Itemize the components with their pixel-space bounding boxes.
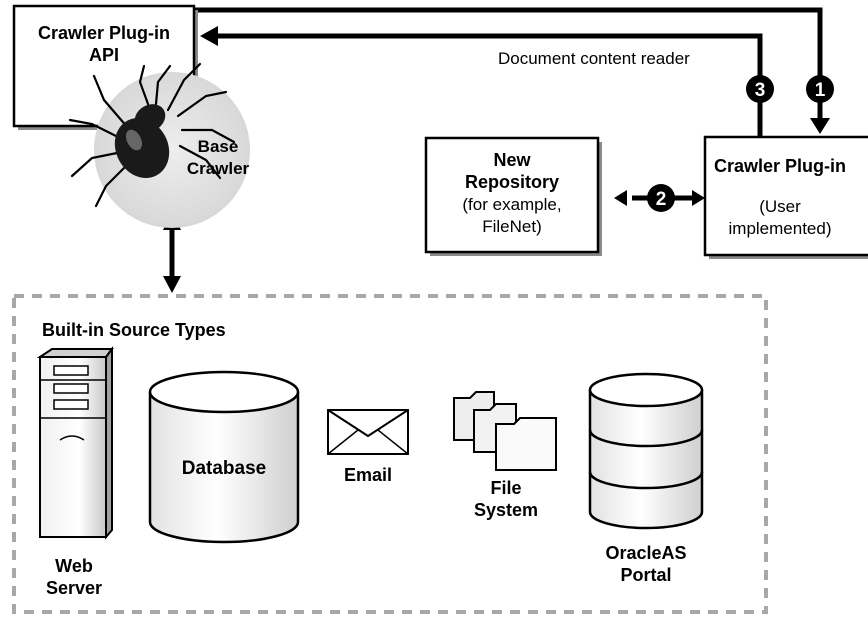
web-server-icon <box>36 346 114 540</box>
database-icon <box>148 370 300 544</box>
file-system-label-line1: File <box>490 478 521 498</box>
crawler-halo <box>94 72 250 228</box>
step-1-arrowhead <box>810 118 830 134</box>
step-2-right-arrowhead <box>692 190 705 206</box>
new-repository-line2: Repository <box>465 172 559 192</box>
web-server-label-line1: Web <box>55 556 93 576</box>
spider-highlight <box>125 129 143 151</box>
step-3-connector <box>215 33 763 137</box>
plugin-api-title-line1: Crawler Plug-in <box>38 23 170 43</box>
crawler-plugin-title: Crawler Plug-in <box>714 156 846 176</box>
step-2-number: 2 <box>656 189 667 210</box>
database-label: Database <box>182 458 267 479</box>
step-2-left-arrowhead <box>614 190 627 206</box>
file-system-icon <box>453 391 557 471</box>
document-reader-label: Document content reader <box>498 49 690 68</box>
new-repository-box: New Repository (for example, FileNet) <box>424 136 602 256</box>
spider-icon <box>68 62 236 208</box>
builtin-dashed-border <box>12 294 768 614</box>
plugin-api-title-line2: API <box>89 45 119 65</box>
base-crawler-label-line1: Base <box>198 137 239 156</box>
crawler-plugin-box: Crawler Plug-in (User implemented) <box>703 135 868 259</box>
builtin-source-types: Built-in Source Types Web Server Databas… <box>12 294 768 614</box>
crawler-sources-down-arrowhead <box>163 276 181 293</box>
step-1-number: 1 <box>815 80 826 101</box>
base-crawler-label-line2: Crawler <box>187 159 250 178</box>
file-system-label-line2: System <box>474 500 538 520</box>
new-repository-line3: (for example, <box>462 195 561 214</box>
crawler-plugin-subtitle-line2: implemented) <box>729 219 832 238</box>
base-crawler: Base Crawler <box>68 62 250 228</box>
oracle-portal-icon <box>588 372 704 530</box>
step-3-badge <box>746 75 774 103</box>
portal-label-line2: Portal <box>620 565 671 585</box>
crawler-plugin-subtitle-line1: (User <box>759 197 801 216</box>
step-3-arrowhead <box>200 26 218 46</box>
web-server-label-line2: Server <box>46 578 102 598</box>
email-icon <box>327 409 409 455</box>
email-label: Email <box>344 465 392 485</box>
step-3-number: 3 <box>755 80 766 101</box>
new-repository-line4: FileNet) <box>482 217 542 236</box>
builtin-title: Built-in Source Types <box>42 320 226 340</box>
step-2-badge <box>647 184 675 212</box>
step-1-badge <box>806 75 834 103</box>
portal-label-line1: OracleAS <box>605 543 686 563</box>
new-repository-line1: New <box>493 150 531 170</box>
step-badges: 1 3 2 <box>647 75 834 212</box>
